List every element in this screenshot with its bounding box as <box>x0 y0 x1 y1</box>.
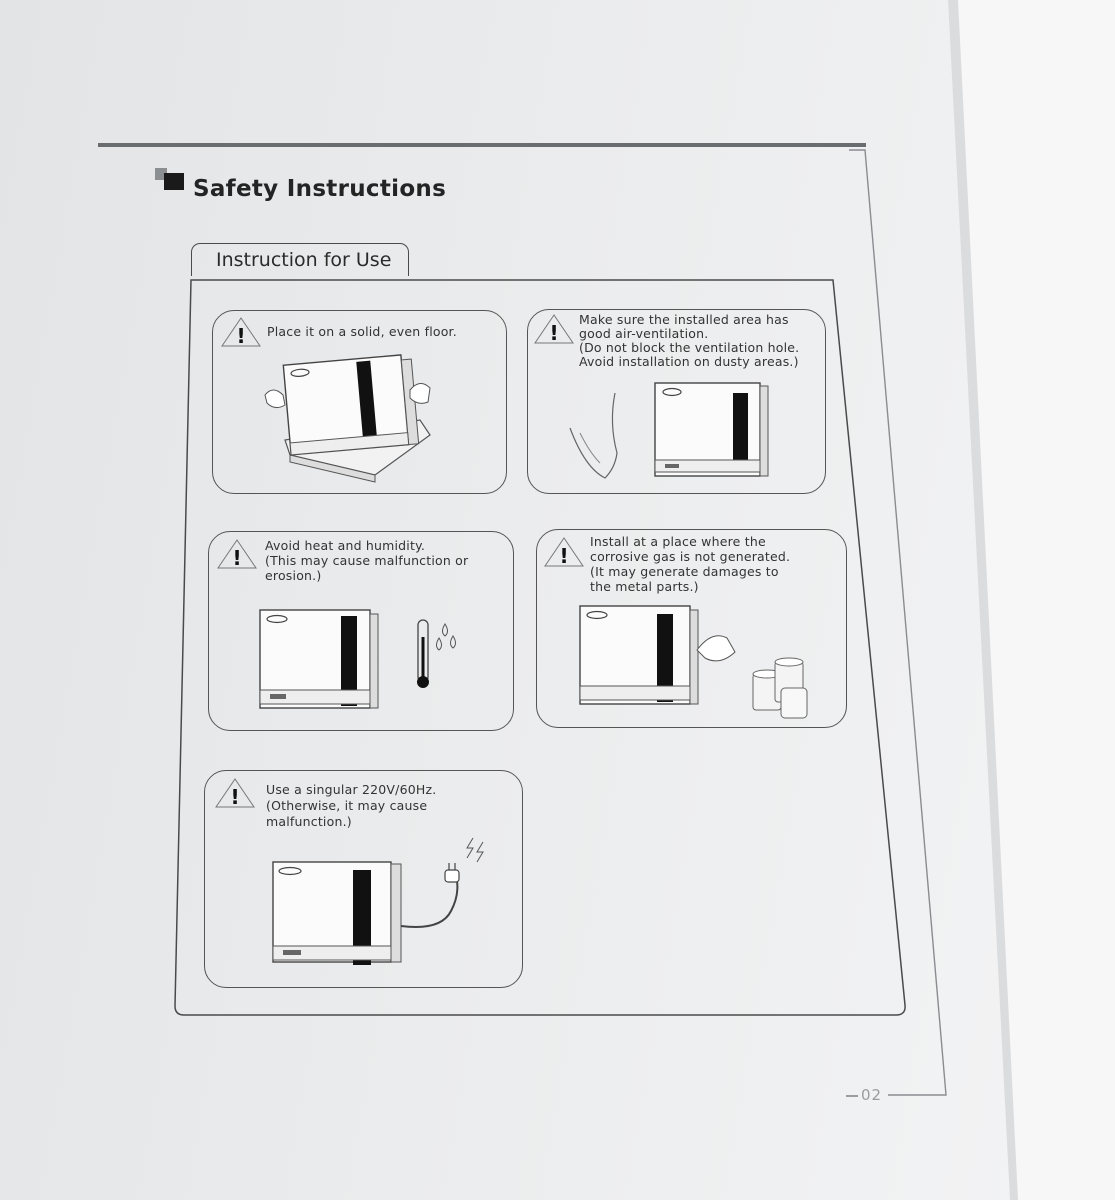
warning-triangle-icon: ! <box>217 539 257 570</box>
appliance-heat-humidity-illustration <box>259 609 456 709</box>
card-corrosive-gas <box>536 529 847 728</box>
warning-triangle-icon: ! <box>534 314 574 345</box>
appliance-on-uneven-floor-illustration <box>264 354 431 483</box>
appliance-ventilation-illustration <box>569 382 769 479</box>
svg-text:!: ! <box>236 324 245 348</box>
card-text-corrosive-gas: Install at a place where the corrosive g… <box>590 534 791 594</box>
svg-text:!: ! <box>549 321 558 345</box>
appliance-corrosive-gas-illustration <box>579 605 808 719</box>
card-text-solid-floor: Place it on a solid, even floor. <box>267 324 457 339</box>
card-heat-humidity <box>208 531 514 731</box>
card-text-heat-humidity: Avoid heat and humidity. (This may cause… <box>265 538 469 583</box>
page-title: Safety Instructions <box>193 176 447 202</box>
square-marker-icon <box>155 168 185 192</box>
appliance-power-plug-illustration <box>272 837 484 965</box>
warning-triangle-icon: ! <box>221 317 261 348</box>
svg-text:!: ! <box>230 785 239 809</box>
card-solid-floor <box>212 310 507 494</box>
card-text-ventilation: Make sure the installed area has good ai… <box>579 312 800 369</box>
header-rule <box>98 143 866 147</box>
warning-triangle-icon: ! <box>544 537 584 568</box>
svg-text:!: ! <box>232 546 241 570</box>
page-number: 02 <box>861 1086 883 1104</box>
page-number-dash <box>846 1095 858 1097</box>
card-power <box>204 770 523 988</box>
warning-triangle-icon: ! <box>215 778 255 809</box>
section-tab-instruction-for-use: Instruction for Use <box>191 243 409 276</box>
card-ventilation <box>527 309 826 494</box>
svg-text:!: ! <box>559 544 568 568</box>
card-text-power: Use a singular 220V/60Hz. (Otherwise, it… <box>266 782 437 829</box>
